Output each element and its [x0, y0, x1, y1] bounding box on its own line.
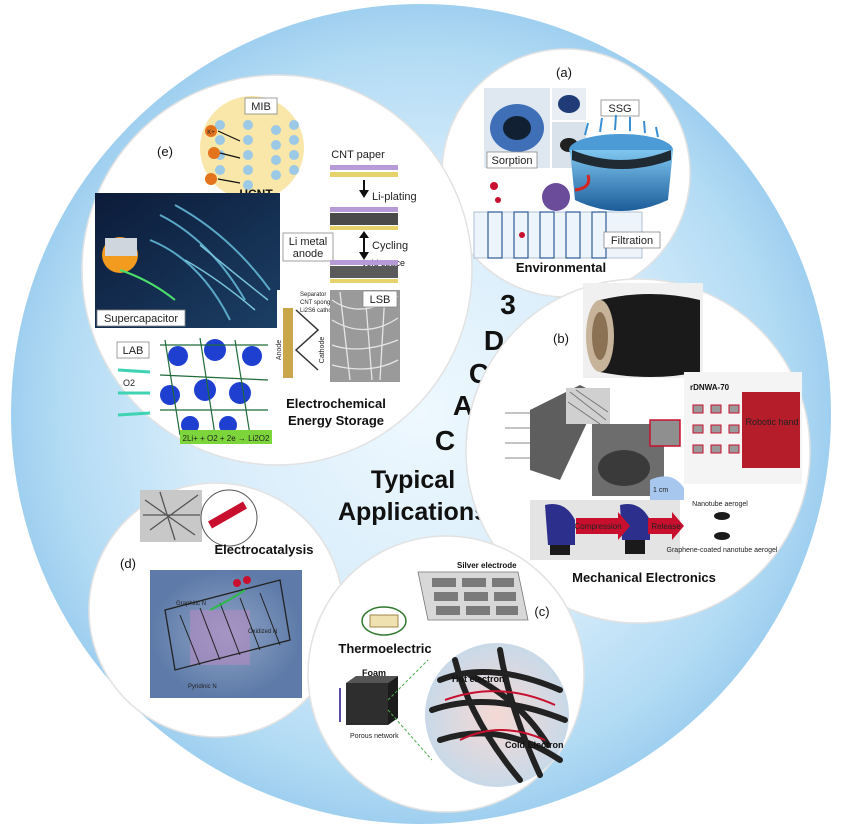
cycling-label: Cycling [372, 240, 408, 252]
ion-label: K+ [207, 130, 215, 136]
panel-title-energy-storage-1: Electrochemical [286, 396, 386, 411]
lsb-label: LSB [370, 294, 391, 306]
roll-photo [583, 283, 703, 378]
scale-bar-label: 1 cm [653, 487, 668, 494]
anode-side-label: Anode [276, 340, 283, 360]
panel-title-electrocatalysis: Electrocatalysis [214, 542, 313, 557]
silver-electrode-illustration: Silver electrode [417, 561, 529, 621]
graphene-coated-label: Graphene-coated nanotube aerogel [667, 547, 778, 554]
supercapacitor-label: Supercapacitor [104, 313, 178, 325]
li-metal-label: Li metal [289, 236, 328, 248]
anode-label: anode [293, 248, 324, 260]
porous-network-label: Porous network [350, 733, 399, 740]
robotic-hand-label: Robotic hand [745, 417, 798, 427]
separator-label: Separator [300, 292, 326, 298]
lsb-illustration: Separator CNT sponge Li2S6 catholyte Ano… [276, 290, 400, 382]
cathode-side-label: Cathode [319, 337, 326, 364]
ssg-illustration: SSG [569, 99, 673, 211]
aerogel-photo: 1 cm [592, 419, 684, 500]
compression-label: Compression [574, 522, 621, 531]
porous-block-illustration [505, 385, 610, 480]
cnt-sponge-label: CNT sponge [300, 300, 334, 306]
filtration-label: Filtration [611, 235, 653, 247]
filtration-illustration: Filtration [473, 182, 661, 259]
center-letter-a: A [453, 390, 473, 421]
center-letter-c1: C [435, 425, 455, 456]
silver-electrode-label: Silver electrode [457, 561, 517, 570]
o2-label: O2 [123, 378, 135, 388]
panel-title-thermoelectric: Thermoelectric [338, 641, 431, 656]
foam-cube-illustration: Foam Porous network [339, 659, 433, 761]
ssg-label: SSG [608, 103, 631, 115]
lab-illustration: LAB O2 2Li+ + O2 + 2e → Li2O2 [116, 337, 272, 444]
cnt-paper-label: CNT paper [331, 149, 385, 161]
cnt-bundle-illustration [140, 489, 258, 547]
li-metal-anode-illustration: CNT paper Li-plating Cycling Li metal an… [282, 149, 417, 283]
panel-thermoelectric: (c) Silver electrode Thermoelectric Foam… [307, 535, 585, 813]
supercapacitor-illustration: Supercapacitor [95, 193, 280, 328]
sorption-label: Sorption [492, 155, 533, 167]
nanotube-aerogel-label: Nanotube aerogel [692, 501, 748, 508]
graphitic-n-label: Graphitic N [176, 601, 206, 607]
panel-tag-d: (d) [120, 556, 136, 571]
center-title-typical: Typical [371, 466, 455, 494]
panel-mechanical: (b) 1 cm rDNWA-70 Robotic han [465, 278, 811, 624]
cold-electron-label: Cold Electron [505, 740, 564, 750]
center-title-applications: Applications [338, 498, 488, 526]
panel-environmental: (a) Sorption SSG [441, 48, 691, 298]
hot-electron-label: Hot electron [452, 674, 505, 684]
sorption-photo: Sorption [484, 88, 586, 169]
panel-title-energy-storage-2: Energy Storage [288, 413, 384, 428]
release-label: Release [651, 522, 681, 531]
thermoelectric-device-icon [361, 606, 407, 636]
lab-equation: 2Li+ + O2 + 2e → Li2O2 [183, 434, 270, 443]
rdnwa-label: rDNWA-70 [690, 383, 730, 392]
panel-tag-a: (a) [556, 65, 572, 80]
panel-energy-storage: (e) MIB K+ HCNT [81, 74, 473, 466]
oxidized-n-label: Oxidized N [248, 629, 277, 635]
robotic-hand-photo: rDNWA-70 Robotic hand [684, 372, 802, 484]
mib-label: MIB [251, 101, 271, 113]
lab-label: LAB [123, 345, 144, 357]
catalyst-surface-illustration: Graphitic N Oxidized N Pyridinic N [150, 570, 302, 698]
li-plating-label: Li-plating [372, 191, 417, 203]
panel-title-environmental: Environmental [516, 260, 606, 275]
panel-tag-c: (c) [534, 604, 549, 619]
panel-title-mechanical: Mechanical Electronics [572, 570, 716, 585]
pyridinic-n-label: Pyridinic N [188, 684, 217, 690]
red-arrow-icon [574, 174, 591, 192]
center-digit-3: 3 [500, 289, 516, 320]
panel-tag-b: (b) [553, 331, 569, 346]
center-letter-d: D [484, 325, 504, 356]
catholyte-label: Li2S6 catholyte [300, 308, 342, 314]
foam-label: Foam [362, 668, 386, 678]
fiber-network-illustration: Hot electron Cold Electron [425, 643, 569, 787]
panel-electrocatalysis: (d) Electrocatalysis Graphitic N Oxidize… [88, 482, 344, 738]
nanoparticle-icon [542, 183, 570, 211]
panel-tag-e: (e) [157, 144, 173, 159]
compression-release-photo: Compression Release Nanotube aerogel Gra… [530, 500, 778, 560]
